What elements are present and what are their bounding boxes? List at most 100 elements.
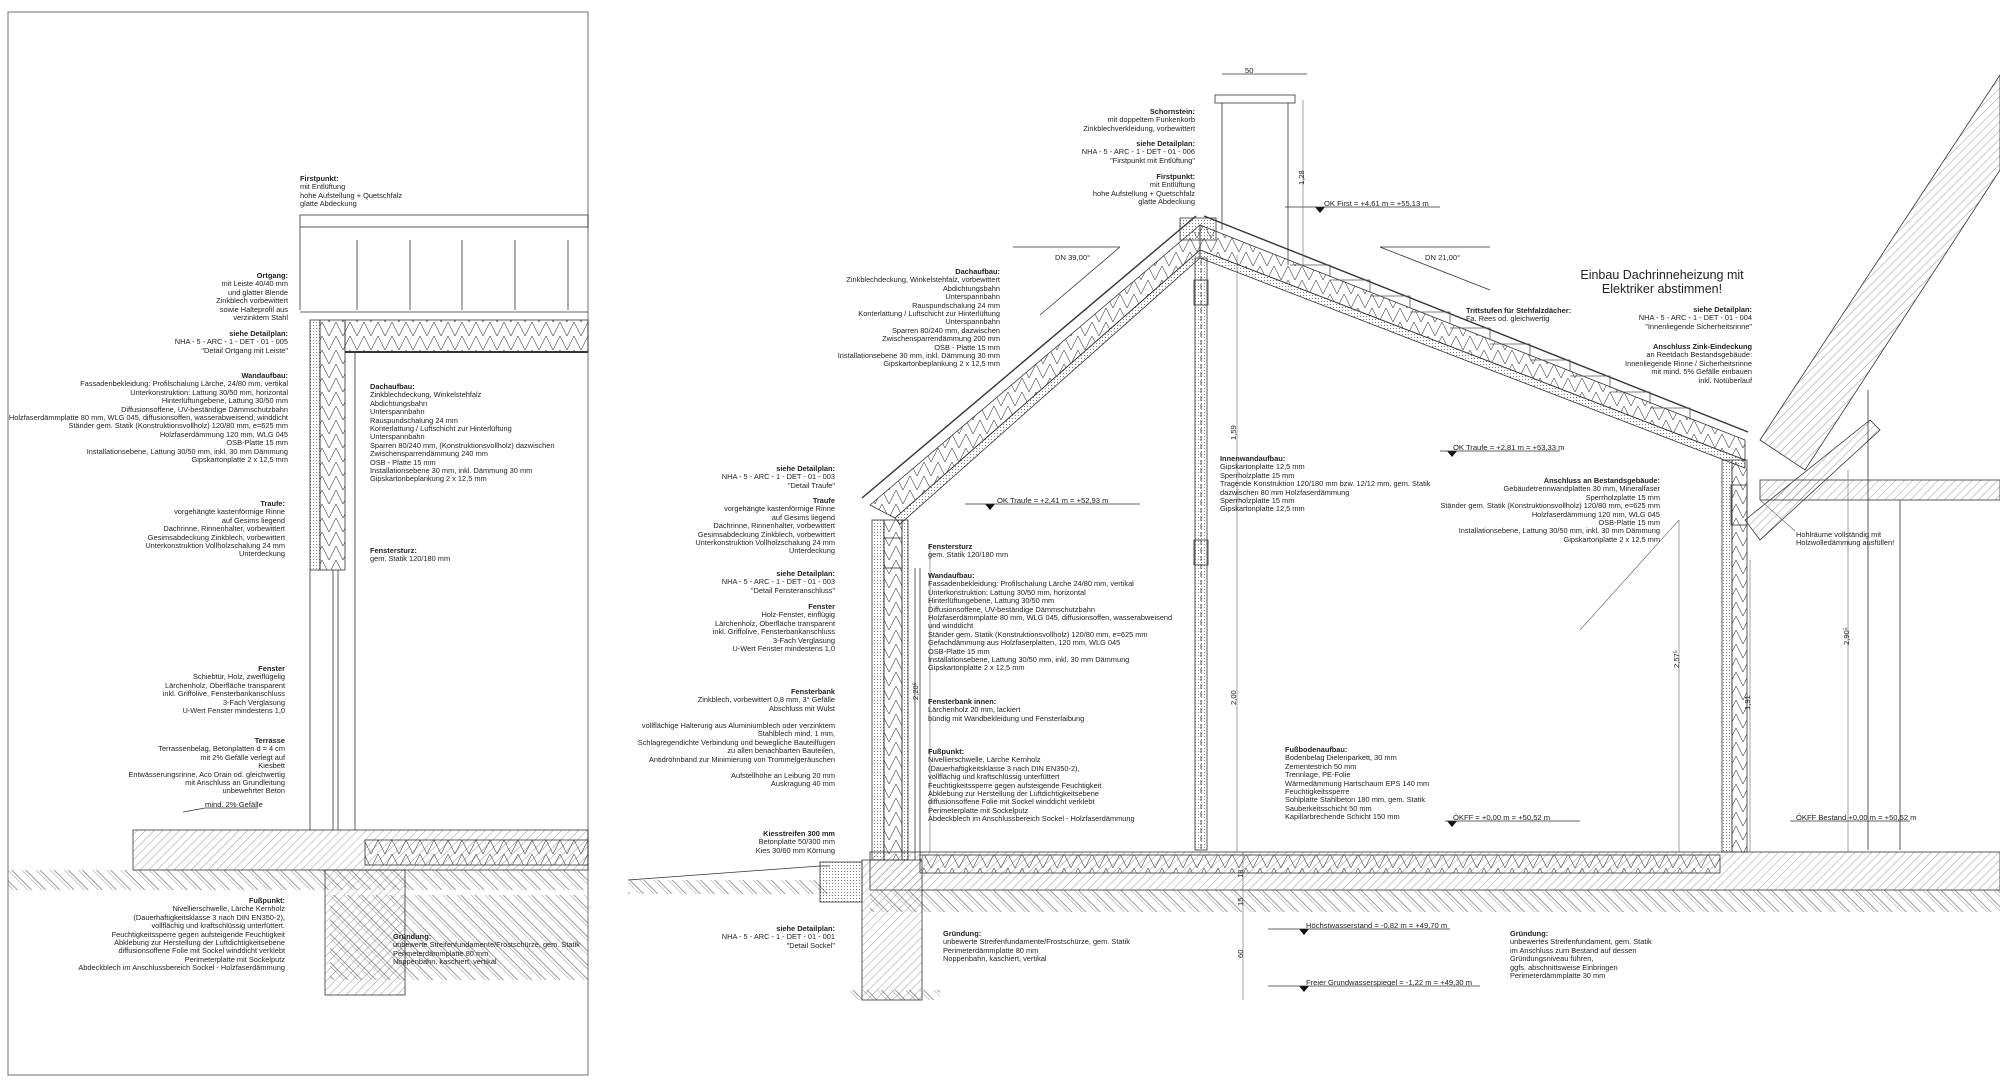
dim-chimney-width: 50 xyxy=(1245,66,1254,75)
note-line: Gipskartonbeplankung 2 x 12,5 mm xyxy=(370,474,487,484)
note-line: Sperrholzplatte 15 mm xyxy=(1585,492,1660,502)
note-line: zu allen benachbarten Bauteilen, xyxy=(727,746,835,756)
note-title: Fenster xyxy=(808,602,835,611)
note-line: Unterkonstruktion Vollholzschalung 24 mm xyxy=(695,538,835,548)
note-line: Unterkonstruktion Vollholzschalung 24 mm xyxy=(145,541,285,551)
note-line: "Firstpunkt mit Entlüftung" xyxy=(1110,155,1195,165)
note-title: Kiesstreifen 300 mm xyxy=(763,829,835,838)
note-line: Installationsebene, Lattung 30/50 mm, in… xyxy=(1458,526,1660,536)
dim-15: 15 xyxy=(1236,897,1245,906)
note-line: Terrassenbelag, Betonplatten d = 4 cm xyxy=(158,744,285,754)
note-line: Feuchtigkeitssperre xyxy=(1285,787,1350,797)
note-line: mit Entlüftung xyxy=(300,182,346,192)
note-line: Gipskartonplatte 2 x 12,5 mm xyxy=(1563,534,1660,544)
level-grundwasserspiegel: Freier Grundwasserspiegel = -1,22 m = +4… xyxy=(1306,978,1473,987)
note-title: Gründung: xyxy=(393,932,432,941)
warning-line-2: Elektriker abstimmen! xyxy=(1601,282,1723,296)
note-line: Gesimsabdeckung Zinkblech, vorbewittert xyxy=(147,532,285,542)
note-line: Zinkblechdeckung, Winkelstehfalz, vorbew… xyxy=(846,275,1000,285)
note-line: unbewertes Streifenfundament, gem. Stati… xyxy=(1510,937,1652,947)
level-okff-bestand: ÖKFF Bestand +0,00 m = +50,52 m xyxy=(1796,813,1917,822)
warning-dachrinneheizung: Einbau Dachrinneheizung mit Elektriker a… xyxy=(1580,268,1743,296)
note-left-wandaufbau: Wandaufbau:Fassadenbekleidung: Profilsch… xyxy=(9,371,288,464)
note-line: NHA - 5 - ARC - 1 - DET - 01 - 005 xyxy=(174,337,288,347)
level-ok-traufe-right: OK Traufe = +2,81 m = +53,33 m xyxy=(1453,443,1565,452)
note-left-gruendung: Gründung:unbewerte Streifenfundamente/Fr… xyxy=(393,932,580,967)
note-line: Gesimsabdeckung Zinkblech, vorbewittert xyxy=(697,529,835,539)
note-fensterbank-innen: Fensterbank innen:Lärchenholz 20 mm, lac… xyxy=(928,697,1084,723)
note-line: Perimeterdämmplatte 30 mm xyxy=(1510,971,1606,981)
note-line: gem. Statik 120/180 mm xyxy=(370,554,451,564)
note-line: mit Leiste 40/40 mm xyxy=(221,279,288,289)
note-line: "Detail Sockel" xyxy=(786,940,835,950)
note-title: Ortgang: xyxy=(256,271,288,280)
note-line: Holzfaserdämmung 120 mm, WLG 045 xyxy=(1531,509,1660,519)
note-line: Gipskartonplatte 2 x 12,5 mm xyxy=(928,663,1025,673)
note-line: Entwässerungsrinne, Aco Drain od. gleich… xyxy=(128,769,285,779)
note-line: OSB - Platte 15 mm xyxy=(370,457,436,467)
note-title: Terrasse xyxy=(254,736,285,745)
note-line: Abklebung zur Herstellung der Luftdichti… xyxy=(928,789,1099,799)
note-line: Holzfaserdämmung 120 mm, WLG 045 xyxy=(159,429,288,439)
note-innenwandaufbau: Innenwandaufbau:Gipskartonplatte 12,5 mm… xyxy=(1220,454,1431,514)
note-line: Hinterlüftungebene, Lattung 30/50 mm xyxy=(161,396,288,406)
note-line: Sohlplatte Stahlbeton 180 mm, gem. Stati… xyxy=(1285,795,1426,805)
note-title: siehe Detailplan: xyxy=(229,329,288,338)
note-line: (Dauerhaftigkeitsklasse 3 nach DIN EN350… xyxy=(133,912,285,922)
note-line: Tragende Konstruktion 120/180 mm bzw. 12… xyxy=(1220,479,1431,489)
dim-1-91: 1,91 xyxy=(1743,695,1752,710)
note-halterung: vollflächige Halterung aus Aluminiumblec… xyxy=(638,721,835,764)
note-title: Firstpunkt: xyxy=(1156,172,1195,181)
note-line: Sperrholzplatte 15 mm xyxy=(1220,470,1295,480)
note-fusspunkt: Fußpunkt:Nivellierschwelle, Lärche Kernh… xyxy=(928,747,1135,824)
note-line: Gründungsniveau führen, xyxy=(1510,954,1594,964)
note-line: Rauspundschalung 24 mm xyxy=(370,415,458,425)
note-line: "Detail Ortgang mit Leiste" xyxy=(201,345,288,355)
warning-line-1: Einbau Dachrinneheizung mit xyxy=(1580,268,1744,282)
note-title: siehe Detailplan: xyxy=(776,569,835,578)
note-wandaufbau: Wandaufbau:Fassadenbekleidung: Profilsch… xyxy=(928,571,1173,673)
angle-right-label: DN 21,00° xyxy=(1425,253,1461,262)
note-line: Kapillarbrechende Schicht 150 mm xyxy=(1285,812,1400,822)
note-line: Fassadenbekleidung: Profilschalung Lärch… xyxy=(928,579,1134,589)
ridge-cap xyxy=(1179,217,1217,241)
note-line: OSB-Platte 15 mm xyxy=(1598,518,1660,528)
note-title: Firstpunkt: xyxy=(300,174,339,183)
note-title: Fenstersturz xyxy=(928,542,973,551)
note-left-fenstersturz: Fenstersturz:gem. Statik 120/180 mm xyxy=(370,546,451,564)
note-line: Kies 30/60 mm Körnung xyxy=(755,845,835,855)
note-line: Feuchtigkeitssperre gegen aufsteigende F… xyxy=(111,929,285,939)
note-line: Noppenbahn, kaschiert, vertikal xyxy=(393,957,497,967)
note-left-fusspunkt: Fußpunkt:Nivellierschwelle, Lärche Kernh… xyxy=(78,896,285,973)
note-title: Anschluss an Bestandsgebäude: xyxy=(1543,476,1660,485)
note-line: Zwischensparrendämmung 240 mm xyxy=(370,449,488,459)
note-line: Diffusionsoffene, UV-beständige Dämmschu… xyxy=(121,404,288,414)
note-line: Perimeterdämmplatte 80 mm xyxy=(943,945,1039,955)
note-line: vorgehängte kastenförmige Rinne xyxy=(724,504,835,514)
note-title: siehe Detailplan: xyxy=(1136,139,1195,148)
note-title: Anschluss Zink-Eindeckung xyxy=(1653,342,1752,351)
note-line: mit 2% Gefälle verlegt auf xyxy=(200,752,285,762)
note-line: "Detail Fensteranschluss" xyxy=(750,585,835,595)
note-line: U-Wert Fenster mindestens 1,0 xyxy=(732,644,835,654)
note-line: Sperrholzplatte 15 mm xyxy=(1220,496,1295,506)
dim-2-20: 2,20⁵ xyxy=(911,682,920,700)
note-line: Wärmedämmung Hartschaum EPS 140 mm xyxy=(1285,778,1430,788)
note-dachaufbau: Dachaufbau:Zinkblechdeckung, Winkelstehf… xyxy=(838,267,1000,369)
note-line: Zementestrich 50 mm xyxy=(1285,761,1357,771)
note-line: Schiebtür, Holz, zweiflügelig xyxy=(192,672,285,682)
note-title: Fußpunkt: xyxy=(928,747,965,756)
note-line: Abschluss mit Wulst xyxy=(769,703,835,713)
note-line: Holzfaserdämmplatte 80 mm, WLG 045, diff… xyxy=(928,613,1173,623)
note-line: verzinktem Stahl xyxy=(233,313,288,323)
note-line: Stahlblech mind. 1 mm, xyxy=(757,729,835,739)
note-line: vollflächige Halterung aus Aluminiumblec… xyxy=(641,721,835,730)
note-line: Perimeterplatte mit Sockelputz xyxy=(928,805,1029,815)
dim-2-90: 2,90⁵ xyxy=(1842,627,1851,645)
note-title: Fußbodenaufbau: xyxy=(1285,745,1348,754)
